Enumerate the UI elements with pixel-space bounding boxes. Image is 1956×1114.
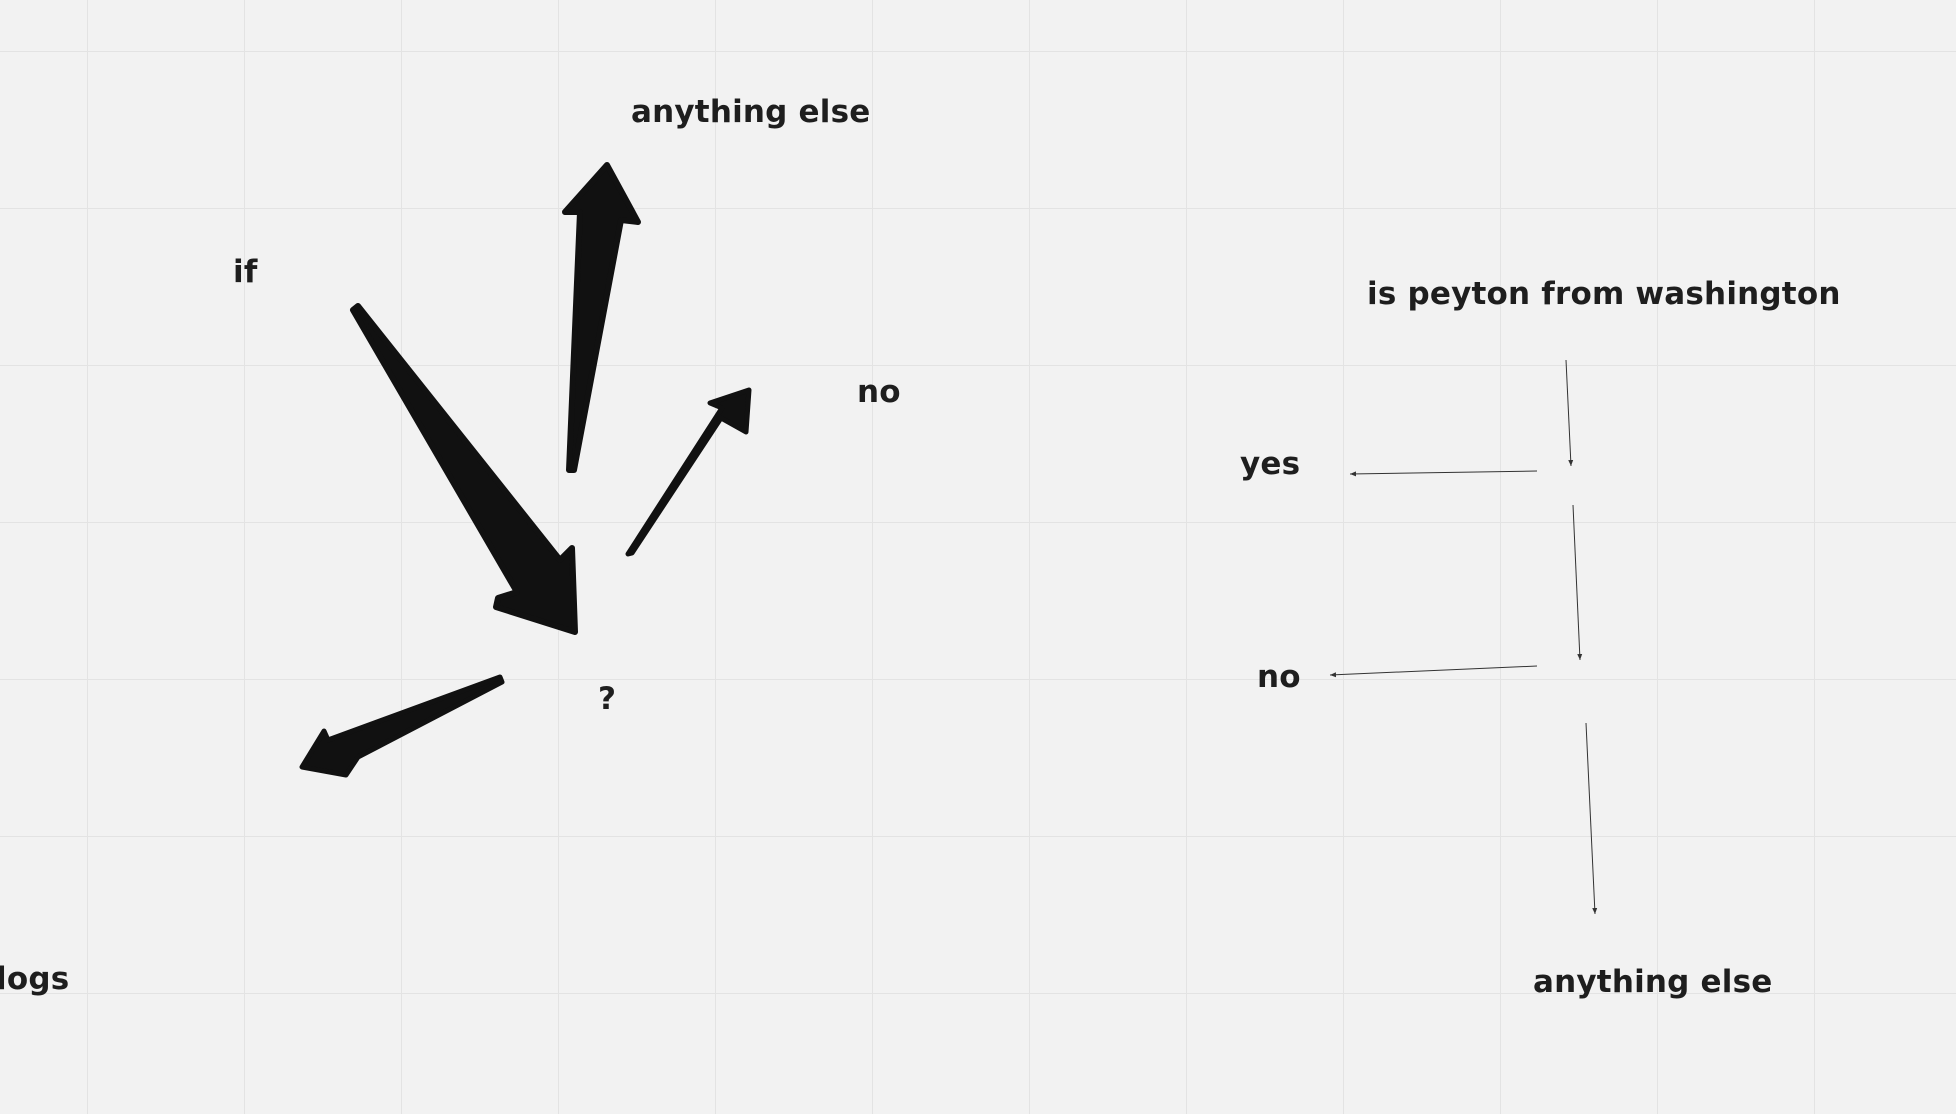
connector-to-no[interactable] xyxy=(1329,665,1538,678)
connector-question-down[interactable] xyxy=(1565,359,1574,467)
arrow-to-no[interactable] xyxy=(625,387,752,557)
if-label[interactable]: if xyxy=(233,254,258,290)
arrow-up-to-anything-else[interactable] xyxy=(562,162,641,473)
arrow-to-dogs[interactable] xyxy=(299,674,505,778)
peyton-question-label[interactable]: is peyton from washington xyxy=(1367,276,1841,312)
no-label-left[interactable]: no xyxy=(857,374,901,410)
anything-else-label-left[interactable]: anything else xyxy=(631,94,871,130)
dogs-label-partial[interactable]: logs xyxy=(0,961,70,997)
yes-label[interactable]: yes xyxy=(1240,446,1301,482)
connector-down-to-no-branch[interactable] xyxy=(1572,504,1583,661)
no-label-right[interactable]: no xyxy=(1257,659,1301,695)
anything-else-label-right[interactable]: anything else xyxy=(1533,964,1773,1000)
arrow-if-to-question[interactable] xyxy=(350,303,578,635)
question-mark-label[interactable]: ? xyxy=(598,681,617,717)
connector-down-to-anything-else[interactable] xyxy=(1585,722,1598,915)
connector-to-yes[interactable] xyxy=(1349,470,1538,477)
